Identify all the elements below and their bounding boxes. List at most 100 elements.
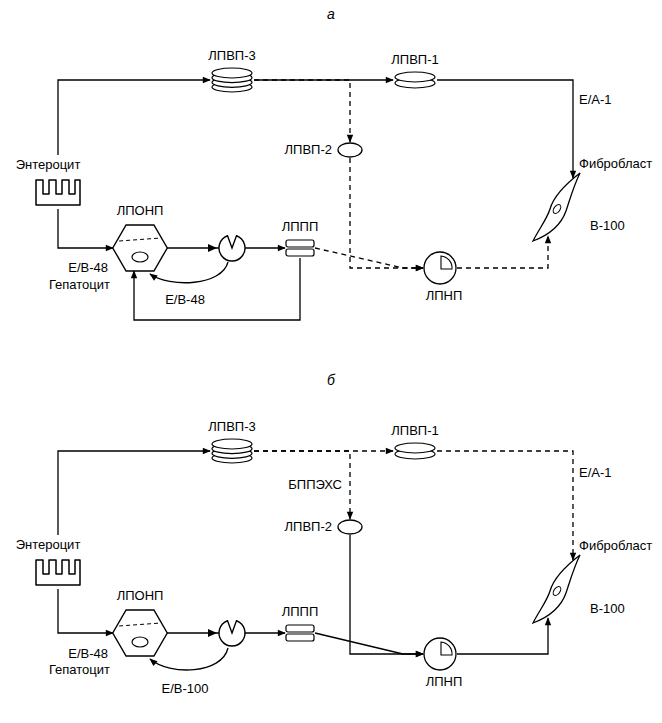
- node-label: ЛППП: [282, 220, 319, 235]
- remnant-particle: [219, 621, 245, 646]
- receptor-label: E/B-48: [68, 261, 108, 276]
- fibroblast-cell: Фибробласт: [529, 171, 583, 245]
- receptor-label: E/B-48: [68, 647, 108, 662]
- node-label: ЛПВП-2: [285, 143, 332, 158]
- ellipse-part: [338, 143, 362, 157]
- fibro-part: [533, 173, 580, 241]
- enterocyte-icon: Энтероцит: [34, 557, 82, 587]
- stack2-part: [395, 443, 435, 453]
- receptor-label: B-100: [590, 219, 625, 234]
- fibro-part: [533, 555, 580, 623]
- node-label: ЛПВП-3: [208, 420, 255, 435]
- flow-arrow: [437, 80, 573, 178]
- villi-part: [36, 180, 80, 205]
- stack4-outline: [210, 67, 254, 93]
- enterocyte-icon: Энтероцит: [34, 177, 82, 207]
- fibroblast-cell: Фибробласт: [529, 553, 583, 627]
- flow-arrow: [254, 80, 350, 142]
- idl-outline: [285, 239, 315, 257]
- flow-arrow: [315, 633, 423, 654]
- hex-part: [113, 225, 168, 271]
- ldl-particle: ЛПНП: [423, 251, 457, 285]
- flow-arrow: [457, 618, 548, 654]
- idl-part: [286, 240, 314, 247]
- receptor-label: B-100: [590, 602, 625, 617]
- flow-arrow: [437, 451, 573, 560]
- node-label: Энтероцит: [16, 158, 81, 173]
- receptor-label: E/B-100: [162, 682, 209, 697]
- node-label: ЛПВП-3: [208, 49, 255, 64]
- hex-part: [119, 238, 161, 241]
- node-label: ЛПВП-2: [285, 520, 332, 535]
- fibro-part: [552, 203, 563, 215]
- node-label: ЛПОНП: [117, 589, 164, 604]
- node-label: ЛПВП-1: [391, 53, 438, 68]
- ldl-outline: [423, 637, 457, 671]
- hdl3-disc-stack: ЛПВП-3: [210, 438, 254, 464]
- node-label: Гепатоцит: [49, 278, 110, 293]
- node-label: Энтероцит: [16, 538, 81, 553]
- ellipse-outline: [337, 142, 363, 158]
- hdl2-particle: ЛПВП-2: [337, 519, 363, 535]
- stack4-part: [212, 439, 252, 449]
- fibro-part: [533, 555, 580, 623]
- idl-part: [286, 625, 314, 632]
- node-label: Гепатоцит: [49, 663, 110, 678]
- receptor-label: E/A-1: [579, 466, 612, 481]
- node-label: ЛПНП: [426, 675, 463, 690]
- hdl1-disc-stack: ЛПВП-1: [393, 442, 437, 460]
- hex-outline: [111, 223, 169, 273]
- villi-outline: [34, 557, 82, 587]
- hex-outline: [111, 608, 169, 658]
- stack4-part: [212, 68, 252, 78]
- flow-arrow: [350, 535, 423, 654]
- arrow-head: [208, 629, 217, 637]
- hex-part: [132, 252, 148, 262]
- panel-letter: б: [327, 372, 335, 388]
- fibro-part: [552, 585, 563, 597]
- node-label: ЛПОНП: [117, 204, 164, 219]
- stack4-outline: [210, 438, 254, 464]
- stack2-outline: [393, 71, 437, 89]
- arrow-head: [208, 244, 217, 252]
- fibro-outline: [529, 553, 583, 627]
- return-arrow: [150, 262, 228, 283]
- flow-arrow: [350, 158, 423, 268]
- node-label: ЛПВП-1: [391, 424, 438, 439]
- ldl-part: [424, 638, 456, 670]
- flow-arrow: [58, 209, 113, 248]
- flow-arrow: [58, 80, 210, 155]
- ellipse-outline: [337, 519, 363, 535]
- receptor-label: E/A-1: [579, 93, 612, 108]
- panel-letter: а: [327, 6, 335, 22]
- hdl1-disc-stack: ЛПВП-1: [393, 71, 437, 89]
- hdl2-particle: ЛПВП-2: [337, 142, 363, 158]
- hdl3-disc-stack: ЛПВП-3: [210, 67, 254, 93]
- ldl-part: [424, 252, 456, 284]
- node-label: ЛПНП: [426, 289, 463, 304]
- node-label: Фибробласт: [579, 539, 652, 554]
- flow-arrow: [134, 258, 300, 320]
- flow-arrow: [58, 589, 113, 633]
- flow-arrow: [315, 248, 423, 268]
- stack2-part: [395, 72, 435, 82]
- fibro-part: [533, 173, 580, 241]
- hex-part: [132, 637, 148, 647]
- ldl-part: [441, 642, 452, 655]
- idl-part: [286, 249, 314, 256]
- node-label: ЛППП: [282, 605, 319, 620]
- return-arrow: [150, 648, 228, 670]
- stack2-outline: [393, 442, 437, 460]
- edge-label: БППЭХС: [286, 478, 344, 493]
- villi-part: [36, 560, 80, 585]
- hex-part: [119, 623, 161, 626]
- ldl-part: [441, 256, 452, 269]
- idl-particle: ЛППП: [285, 624, 315, 642]
- idl-particle: ЛППП: [285, 239, 315, 257]
- flow-arrow: [254, 451, 350, 519]
- ellipse-part: [338, 520, 362, 534]
